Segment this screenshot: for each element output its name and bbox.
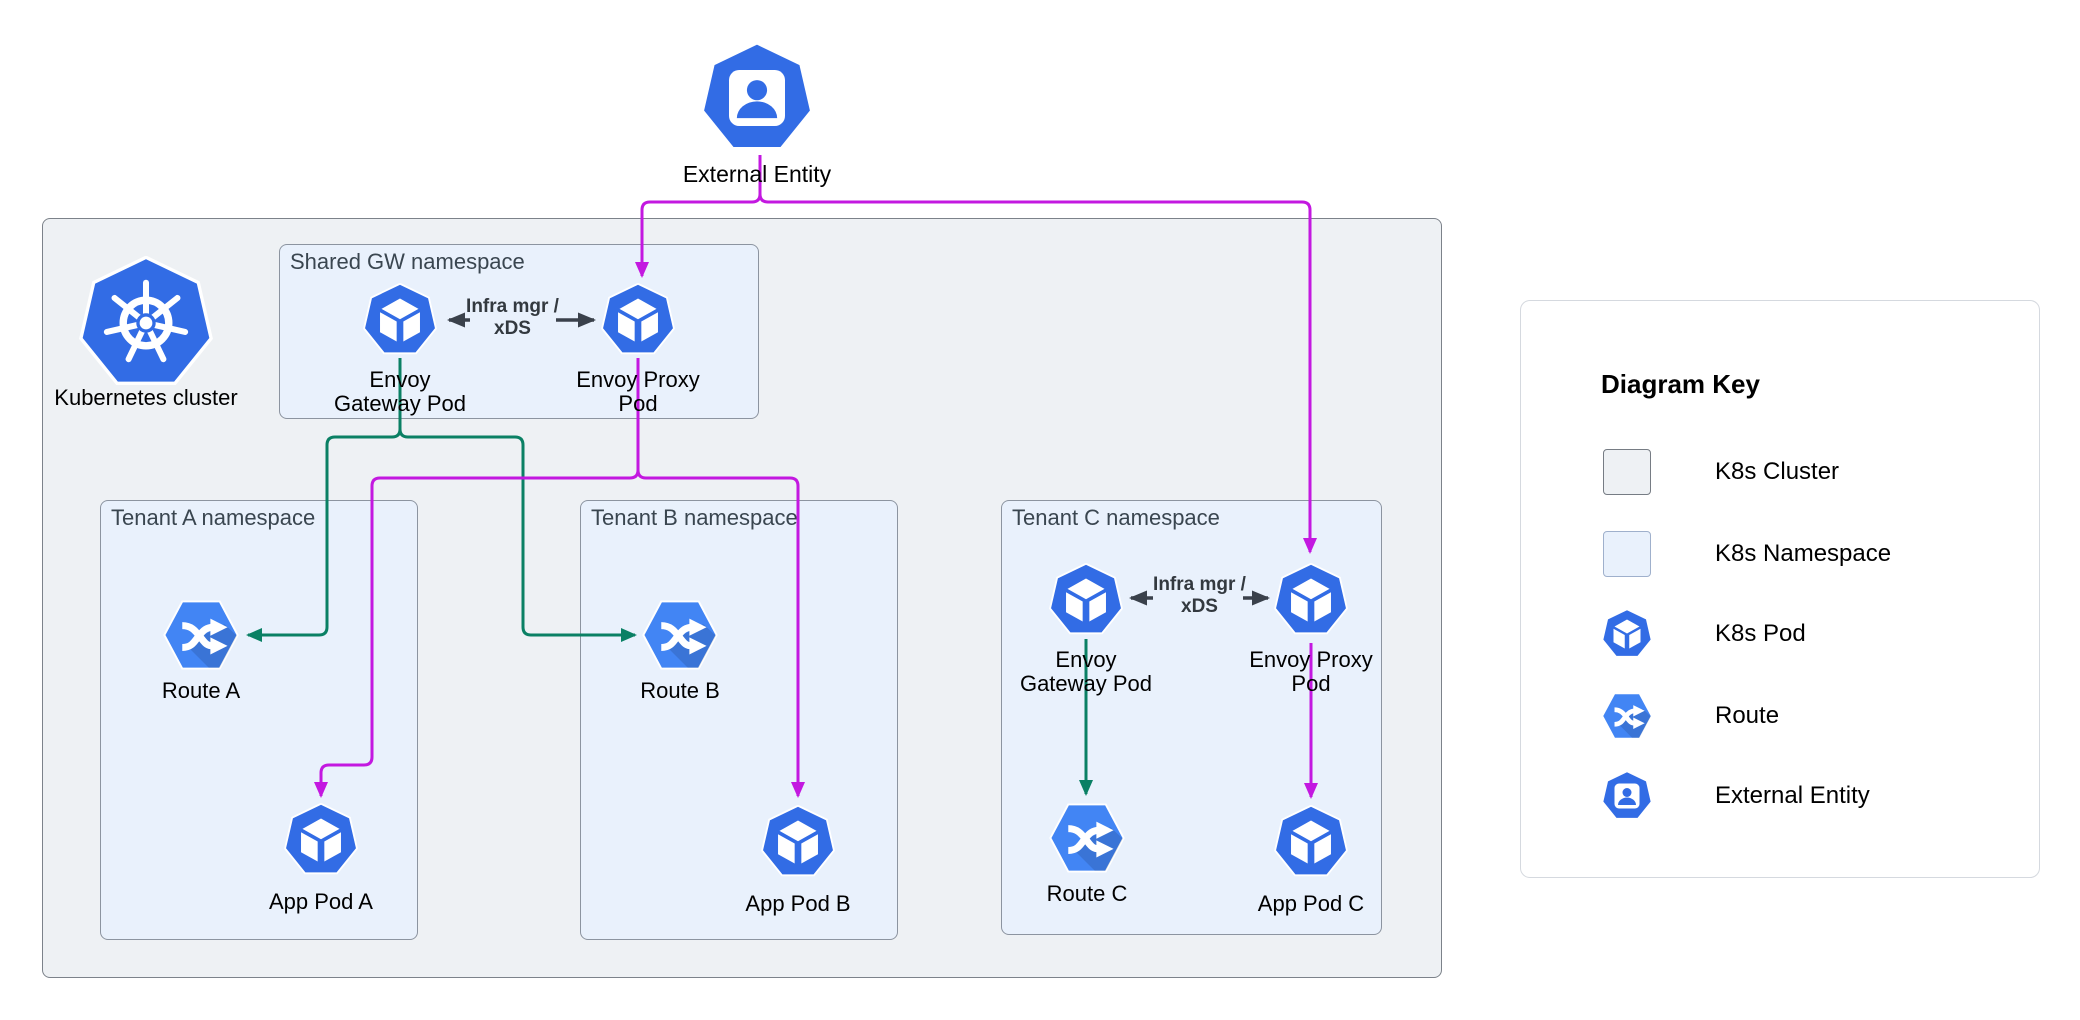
tc-envoy-proxy-pod-label: Envoy Proxy Pod — [1249, 647, 1373, 696]
shared-infra-edge-label: Infra mgr / xDS — [466, 296, 559, 339]
external-entity-icon — [1602, 770, 1652, 821]
route-c-label: Route C — [1046, 881, 1128, 906]
diagram-key-title: Diagram Key — [1601, 369, 1760, 399]
node-tc-envoy-proxy-pod: Envoy Proxy Pod — [1211, 562, 1411, 696]
k8s-pod-icon — [1274, 804, 1348, 879]
node-app-pod-c: App Pod C — [1211, 804, 1411, 916]
node-shared-envoy-gateway-pod: Envoy Gateway Pod — [300, 282, 500, 416]
shared-envoy-proxy-pod-label: Envoy Proxy Pod — [576, 367, 700, 416]
kubernetes-logo-icon — [79, 255, 213, 390]
diagram-key-panel: Diagram Key K8s Cluster K8s Namespace K8… — [1520, 300, 2040, 878]
app-pod-c-label: App Pod C — [1257, 891, 1365, 916]
node-route-b: Route B — [580, 596, 780, 703]
key-label-external-entity: External Entity — [1715, 782, 1870, 809]
k8s-pod-icon — [284, 802, 358, 877]
key-row-k8s-pod: K8s Pod — [1601, 608, 2021, 660]
key-row-route: Route — [1601, 690, 2021, 742]
node-app-pod-b: App Pod B — [698, 804, 898, 916]
kubernetes-cluster-label: Kubernetes cluster — [54, 385, 238, 410]
route-b-label: Route B — [640, 678, 720, 703]
external-entity-icon — [701, 41, 813, 154]
route-a-label: Route A — [161, 678, 241, 703]
key-row-external-entity: External Entity — [1601, 770, 2021, 822]
node-kubernetes-cluster: Kubernetes cluster — [46, 255, 246, 410]
key-label-k8s-namespace: K8s Namespace — [1715, 540, 1892, 567]
node-shared-envoy-proxy-pod: Envoy Proxy Pod — [538, 282, 738, 416]
key-row-k8s-cluster: K8s Cluster — [1601, 446, 2021, 498]
k8s-pod-icon — [1602, 608, 1652, 659]
route-icon — [162, 596, 240, 674]
node-tc-envoy-gateway-pod: Envoy Gateway Pod — [986, 562, 1186, 696]
k8s-pod-icon — [1274, 562, 1348, 637]
tenant-c-namespace-title: Tenant C namespace — [1012, 505, 1220, 530]
tenant-c-infra-edge-label: Infra mgr / xDS — [1153, 574, 1246, 617]
route-icon — [641, 596, 719, 674]
node-app-pod-a: App Pod A — [221, 802, 421, 914]
node-route-c: Route C — [987, 799, 1187, 906]
app-pod-a-label: App Pod A — [269, 889, 373, 914]
key-row-k8s-namespace: K8s Namespace — [1601, 528, 2021, 580]
k8s-pod-icon — [363, 282, 437, 357]
shared-gw-namespace-title: Shared GW namespace — [290, 249, 525, 274]
key-label-route: Route — [1715, 702, 1780, 729]
key-label-k8s-pod: K8s Pod — [1715, 620, 1806, 647]
k8s-namespace-swatch — [1603, 531, 1651, 577]
tenant-a-namespace-title: Tenant A namespace — [111, 505, 316, 530]
tenant-b-namespace-title: Tenant B namespace — [591, 505, 798, 530]
k8s-pod-icon — [761, 804, 835, 879]
app-pod-b-label: App Pod B — [745, 891, 851, 916]
k8s-cluster-swatch — [1603, 449, 1651, 495]
route-icon — [1601, 690, 1653, 742]
key-label-k8s-cluster: K8s Cluster — [1715, 458, 1840, 485]
shared-envoy-gateway-pod-label: Envoy Gateway Pod — [333, 367, 467, 416]
external-entity-label: External Entity — [682, 161, 832, 187]
k8s-pod-icon — [1049, 562, 1123, 637]
node-external-entity: External Entity — [657, 41, 857, 187]
route-icon — [1048, 799, 1126, 877]
node-route-a: Route A — [101, 596, 301, 703]
k8s-pod-icon — [601, 282, 675, 357]
tc-envoy-gateway-pod-label: Envoy Gateway Pod — [1019, 647, 1153, 696]
